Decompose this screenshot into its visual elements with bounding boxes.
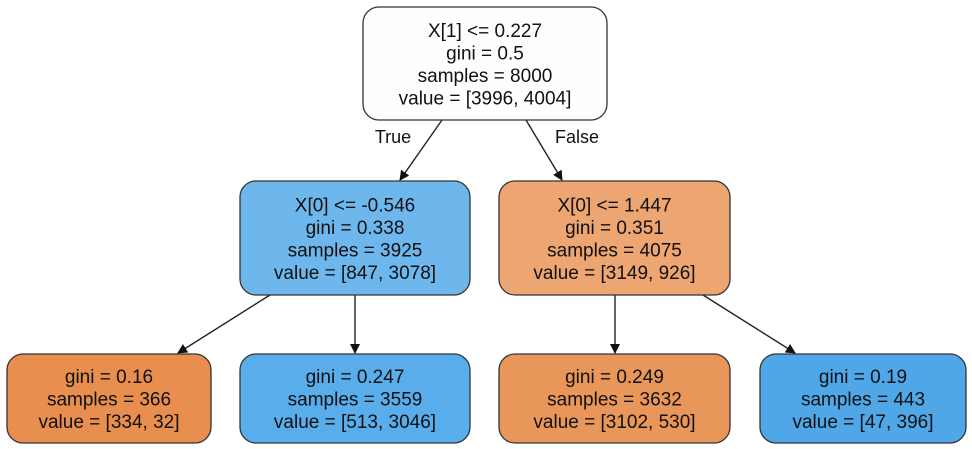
node-box (239, 180, 471, 296)
edge-root-n1: True (375, 119, 443, 181)
edge-n2-n6 (702, 294, 796, 354)
node-box (362, 6, 608, 121)
node-line: value = [47, 396] (792, 412, 933, 433)
node-line: value = [334, 32] (38, 412, 179, 433)
edge-n1-n3 (177, 294, 271, 354)
node-line: gini = 0.247 (306, 367, 405, 388)
node-line: value = [3149, 926] (533, 263, 695, 284)
node-line: samples = 4075 (547, 240, 682, 261)
node-line: samples = 366 (47, 390, 171, 411)
node-line: samples = 3632 (547, 390, 682, 411)
node-line: samples = 8000 (418, 66, 553, 87)
node-box (759, 353, 967, 444)
node-box (498, 353, 731, 444)
node-line: X[0] <= 1.447 (557, 195, 671, 216)
node-line: samples = 3559 (288, 390, 423, 411)
node-line: gini = 0.5 (446, 43, 524, 64)
node-box (6, 353, 212, 444)
node-line: samples = 3925 (288, 240, 423, 261)
node-line: gini = 0.19 (819, 367, 907, 388)
node-line: gini = 0.351 (565, 218, 664, 239)
node-line: gini = 0.16 (65, 367, 153, 388)
node-line: value = [3996, 4004] (399, 88, 572, 109)
edge-arrow (177, 294, 271, 354)
node-line: value = [847, 3078] (274, 263, 436, 284)
edge-label-false: False (555, 127, 599, 147)
edge-arrow (702, 294, 796, 354)
node-line: samples = 443 (801, 390, 925, 411)
node-line: X[0] <= -0.546 (295, 195, 415, 216)
node-line: gini = 0.338 (306, 218, 405, 239)
node-box (239, 353, 471, 444)
edge-root-n2: False (525, 119, 599, 181)
node-line: value = [513, 3046] (274, 412, 436, 433)
node-line: gini = 0.249 (565, 367, 664, 388)
node-line: X[1] <= 0.227 (428, 21, 542, 42)
edge-arrow (525, 119, 563, 181)
edge-arrow (399, 119, 443, 181)
edge-label-true: True (375, 127, 411, 147)
node-line: value = [3102, 530] (533, 412, 695, 433)
node-box (498, 180, 731, 296)
